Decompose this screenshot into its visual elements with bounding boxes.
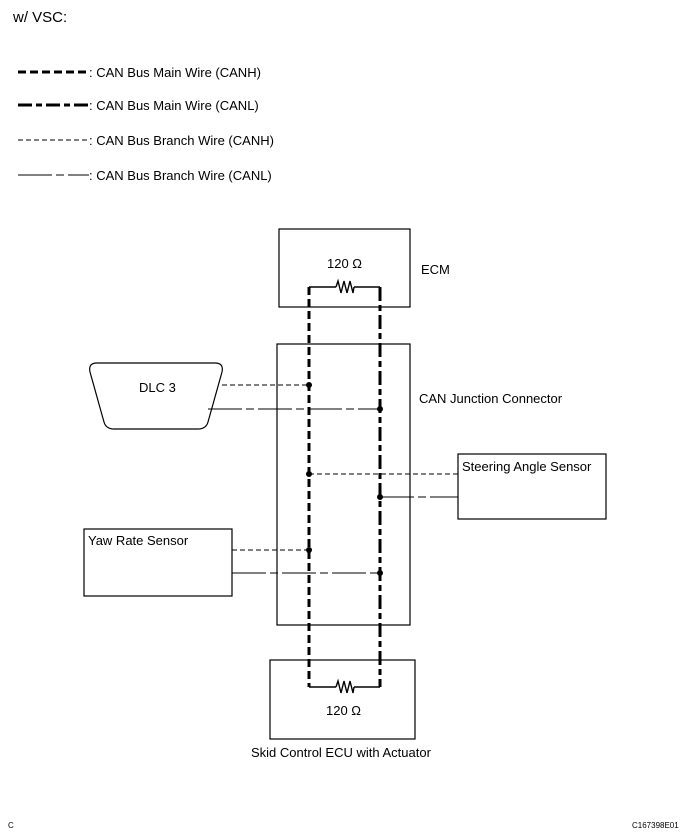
junction-dot (377, 406, 383, 412)
footer-figure-code: C167398E01 (632, 821, 679, 830)
steering-angle-sensor-label: Steering Angle Sensor (462, 459, 592, 474)
skid-resistor-value: 120 Ω (326, 703, 362, 718)
ecm-box (278, 228, 411, 308)
steering-angle-sensor-box (457, 453, 607, 520)
legend-lines (18, 70, 89, 176)
dlc3-label: DLC 3 (139, 380, 176, 395)
ecm-resistor-symbol (335, 278, 355, 294)
legend-label-branch-canh: : CAN Bus Branch Wire (CANH) (89, 133, 274, 148)
junction-dot (306, 547, 312, 553)
yaw-rate-sensor-box (83, 528, 233, 597)
footer-left-code: C (8, 821, 14, 830)
ecm-resistor-value: 120 Ω (327, 256, 363, 271)
junction-connector-label: CAN Junction Connector (419, 391, 563, 406)
skid-control-ecu-label: Skid Control ECU with Actuator (251, 745, 431, 760)
junction-connector-box (276, 343, 411, 626)
skid-resistor-symbol (335, 678, 355, 694)
junction-dot (377, 494, 383, 500)
legend-label-branch-canl: : CAN Bus Branch Wire (CANL) (89, 168, 272, 183)
junction-dot (377, 570, 383, 576)
junction-dot (306, 471, 312, 477)
ecm-label: ECM (421, 262, 450, 277)
skid-control-ecu-box (269, 659, 416, 740)
legend-label-main-canl: : CAN Bus Main Wire (CANL) (89, 98, 259, 113)
junction-dot (306, 382, 312, 388)
dlc3-connector (89, 362, 223, 430)
yaw-rate-sensor-label: Yaw Rate Sensor (88, 533, 189, 548)
legend-label-main-canh: : CAN Bus Main Wire (CANH) (89, 65, 261, 80)
page-title: w/ VSC: (13, 9, 68, 26)
